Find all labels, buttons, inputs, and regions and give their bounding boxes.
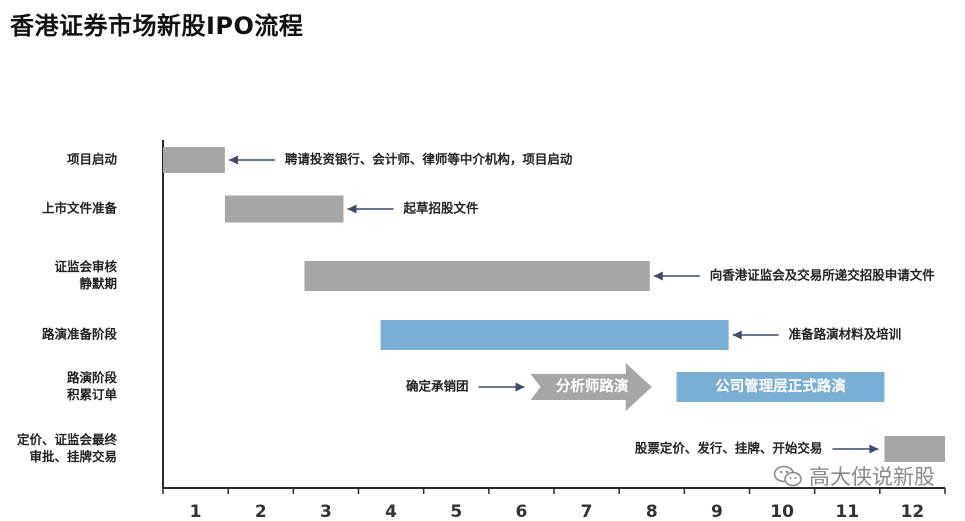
wechat-icon xyxy=(773,465,802,487)
x-tick-label: 5 xyxy=(450,502,462,521)
x-tick-label: 10 xyxy=(770,502,794,521)
annotation-text: 起草招股文件 xyxy=(403,201,480,216)
watermark: 高大侠说新股 xyxy=(773,461,935,491)
annotation-text: 股票定价、发行、挂牌、开始交易 xyxy=(635,441,823,456)
annotation-text: 聘请投资银行、会计师、律师等中介机构，项目启动 xyxy=(285,152,573,167)
annotation-arrow-head xyxy=(228,155,238,165)
annotation-text: 向香港证监会及交易所递交招股申请文件 xyxy=(710,268,936,283)
row-label: 积累订单 xyxy=(67,387,118,402)
annotation-text: 准备路演材料及培训 xyxy=(789,327,902,342)
annotation-arrow-head xyxy=(653,271,663,281)
x-tick-label: 12 xyxy=(901,502,925,521)
x-tick-label: 3 xyxy=(320,502,332,521)
row-label: 审批、挂牌交易 xyxy=(29,449,117,464)
row-label: 证监会审核 xyxy=(54,259,117,274)
row-label: 定价、证监会最终 xyxy=(16,432,118,447)
annotation-arrow-head xyxy=(347,204,357,214)
bar-label: 公司管理层正式路演 xyxy=(715,377,846,395)
gantt-bar xyxy=(884,436,945,462)
x-tick-label: 8 xyxy=(646,502,658,521)
gantt-bar xyxy=(163,147,225,173)
row-label: 静默期 xyxy=(79,276,117,291)
gantt-bar xyxy=(304,261,650,291)
x-tick-label: 2 xyxy=(255,502,267,521)
row-label: 路演阶段 xyxy=(67,370,118,385)
x-tick-label: 6 xyxy=(515,502,527,521)
bar-label: 分析师路演 xyxy=(556,377,629,395)
annotation-arrow-head xyxy=(515,382,525,392)
chevron-bar xyxy=(530,363,652,411)
x-tick-label: 9 xyxy=(711,502,723,521)
x-tick-label: 7 xyxy=(581,502,593,521)
x-tick-label: 4 xyxy=(385,502,397,521)
row-label: 上市文件准备 xyxy=(42,201,118,216)
row-label: 项目启动 xyxy=(67,152,118,167)
gantt-bar xyxy=(380,320,729,350)
annotation-arrow-head xyxy=(869,444,879,454)
x-tick-label: 11 xyxy=(835,502,859,521)
gantt-bar xyxy=(224,195,344,223)
gantt-bar xyxy=(676,372,885,402)
row-label: 路演准备阶段 xyxy=(42,327,118,342)
annotation-arrow-head xyxy=(732,330,742,340)
page-title: 香港证券市场新股IPO流程 xyxy=(10,12,304,40)
annotation-text: 确定承销团 xyxy=(406,379,469,394)
x-tick-label: 1 xyxy=(190,502,202,521)
watermark-text: 高大侠说新股 xyxy=(809,465,935,489)
